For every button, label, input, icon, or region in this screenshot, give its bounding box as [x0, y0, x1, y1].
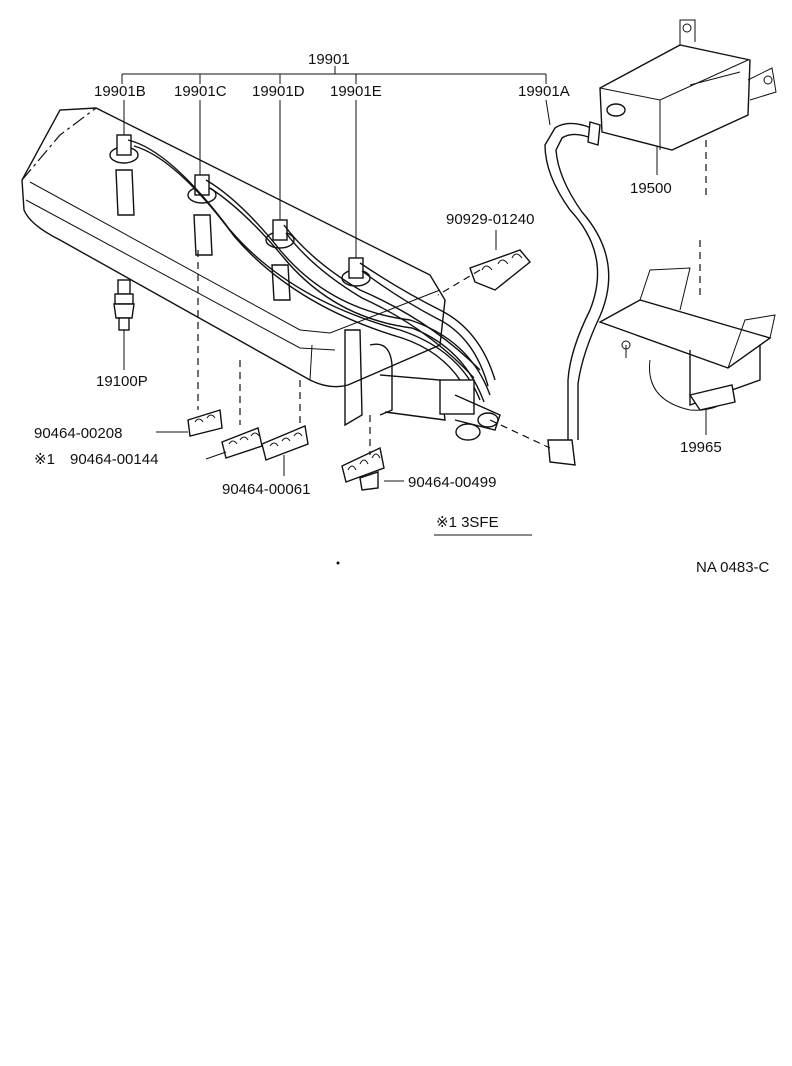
cylinder-head-cover [21, 107, 446, 388]
label-19100p: 19100P [96, 373, 148, 390]
label-90464-00061: 90464-00061 [222, 481, 310, 498]
spark-plug [113, 279, 135, 370]
clamp-90464-00061 [261, 425, 309, 476]
label-19901: 19901 [308, 51, 350, 68]
coil-bracket-19965 [598, 267, 776, 435]
distributor [344, 329, 501, 441]
label-90464-00499: 90464-00499 [408, 474, 496, 491]
note-mark-1: ※1 [34, 451, 55, 468]
clamp-90464-00144 [221, 427, 263, 459]
clamp-90929-01240 [469, 230, 531, 291]
label-19500: 19500 [630, 180, 672, 197]
drawing-code: NA 0483-C [696, 559, 770, 576]
stray-dot [336, 561, 340, 565]
label-19965: 19965 [680, 439, 722, 456]
reference-lines [197, 140, 707, 455]
plug-boot-b [109, 134, 139, 216]
label-19901d: 19901D [252, 83, 305, 100]
plug-boot-e [341, 257, 371, 287]
leaders [123, 99, 551, 536]
label-90464-00208: 90464-00208 [34, 425, 122, 442]
ignition-coil [599, 19, 777, 175]
assembly-bracket [121, 66, 547, 84]
clamp-90464-00499 [341, 446, 385, 491]
clamp-90464-00208 [187, 409, 223, 437]
wire-bundle [127, 139, 496, 409]
label-19901e: 19901E [330, 83, 382, 100]
label-90929-01240: 90929-01240 [446, 211, 534, 228]
label-19901a: 19901A [518, 83, 570, 100]
footnote: ※1 3SFE [436, 514, 499, 531]
label-19901b: 19901B [94, 83, 146, 100]
plug-boot-c [187, 174, 217, 256]
coil-wire-a [544, 121, 610, 466]
label-19901c: 19901C [174, 83, 227, 100]
label-90464-00144: 90464-00144 [70, 451, 158, 468]
